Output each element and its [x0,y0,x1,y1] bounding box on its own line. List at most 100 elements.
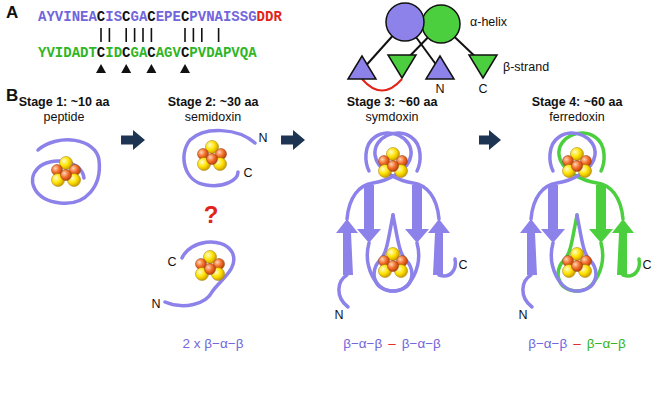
semidoxin-ribbon [165,242,234,306]
residue: C [181,45,189,61]
identity-bar [151,28,153,42]
formula-separator: – [573,336,581,352]
residue: P [164,9,172,25]
stage-heading: Stage 3: ~60 aa [347,95,438,110]
identity-bar [184,28,186,42]
residue: E [173,9,181,25]
stage-arrow [479,130,501,150]
residue: P [189,9,197,25]
residue: E [156,9,164,25]
residue: V [231,45,239,61]
topology-formula: β−α−β [402,336,441,352]
residue: D [114,45,122,61]
stage-column: Stage 4: ~60 aaferredoxin [502,95,652,185]
formula-separator: – [388,336,396,352]
residue: A [156,45,164,61]
stage-arrow [121,130,145,150]
stage-name: ferredoxin [549,110,605,125]
stage-name: peptide [43,110,84,125]
residue: A [215,9,223,25]
residue: P [223,45,231,61]
stage-heading: Stage 1: ~10 aa [19,95,110,110]
strand-triangle [348,56,376,79]
residue: G [164,45,172,61]
residue: I [105,45,113,61]
sequence: YVIDADTCIDCGACAGVCPVDAPVQA [38,45,257,61]
legend-note: β-strand [503,60,549,74]
stage-name: symdoxin [366,110,419,125]
connecting-loop [362,79,402,91]
identity-bar [125,28,127,42]
residue: S [231,9,239,25]
sequence-tail: DDR [257,9,282,25]
residue: E [80,9,88,25]
peptide-ribbon [33,140,100,203]
residue: D [206,45,214,61]
residue: D [265,9,273,25]
residue: I [63,9,71,25]
formula-row: 2 x β−α−β [180,336,247,352]
residue: A [215,45,223,61]
terminus-label: N [334,308,343,322]
fe4s4-cluster [563,248,592,278]
fe4s4-cluster [198,141,227,171]
residue: D [257,9,265,25]
residue: G [130,9,138,25]
residue: A [139,45,147,61]
symdoxin-half [336,133,412,307]
residue: Y [46,9,54,25]
residue: C [97,45,105,61]
residue: P [189,45,197,61]
terminus-label: C [243,166,252,180]
topology-formula: β−α−β [528,336,567,352]
stage-heading: Stage 4: ~60 aa [532,95,623,110]
residue: C [181,9,189,25]
formula-row: β−α−β–β−α−β [340,336,444,352]
cysteine-triangle [180,64,190,73]
terminus-label: C [458,258,467,272]
terminus-label: C [642,258,651,272]
residue: A [139,9,147,25]
residue: C [147,45,155,61]
residue: T [88,45,96,61]
residue: D [80,45,88,61]
identity-bar [100,28,102,42]
panel-letter: B [6,86,18,106]
stage-heading: Stage 2: ~30 aa [168,95,259,110]
residue: C [122,9,130,25]
residue: V [173,45,181,61]
topology-formula: β−α−β [587,336,626,352]
cysteine-triangle [121,64,131,73]
ferredoxin-half [520,133,596,307]
ferredoxin-half [558,133,639,291]
residue: G [248,9,256,25]
fe4s4-cluster [196,251,225,281]
cysteine-triangle [96,64,106,73]
residue: I [223,9,231,25]
residue: A [88,9,96,25]
terminus-label: N [518,308,527,322]
fe4s4-cluster [379,248,408,278]
identity-bar [193,28,195,42]
strand-triangle [426,56,454,79]
question-mark: ? [204,201,219,229]
residue: I [105,9,113,25]
residue: S [114,9,122,25]
panel-letter: A [6,3,18,23]
residue: C [97,9,105,25]
terminus-label: N [258,131,267,145]
residue: V [55,9,63,25]
residue: A [248,45,256,61]
residue: Q [240,45,248,61]
semidoxin-ribbon [184,131,255,186]
residue: A [72,45,80,61]
residue: N [72,9,80,25]
identity-bar [109,28,111,42]
sequence: AYVINEACISCGACEPECPVNAISSG [38,9,257,25]
identity-bar [134,28,136,42]
residue: A [38,9,46,25]
terminus-label: N [435,82,444,96]
stage-column: Stage 3: ~60 aasymdoxin [306,95,478,185]
residue: S [240,9,248,25]
symdoxin-half [374,133,455,291]
